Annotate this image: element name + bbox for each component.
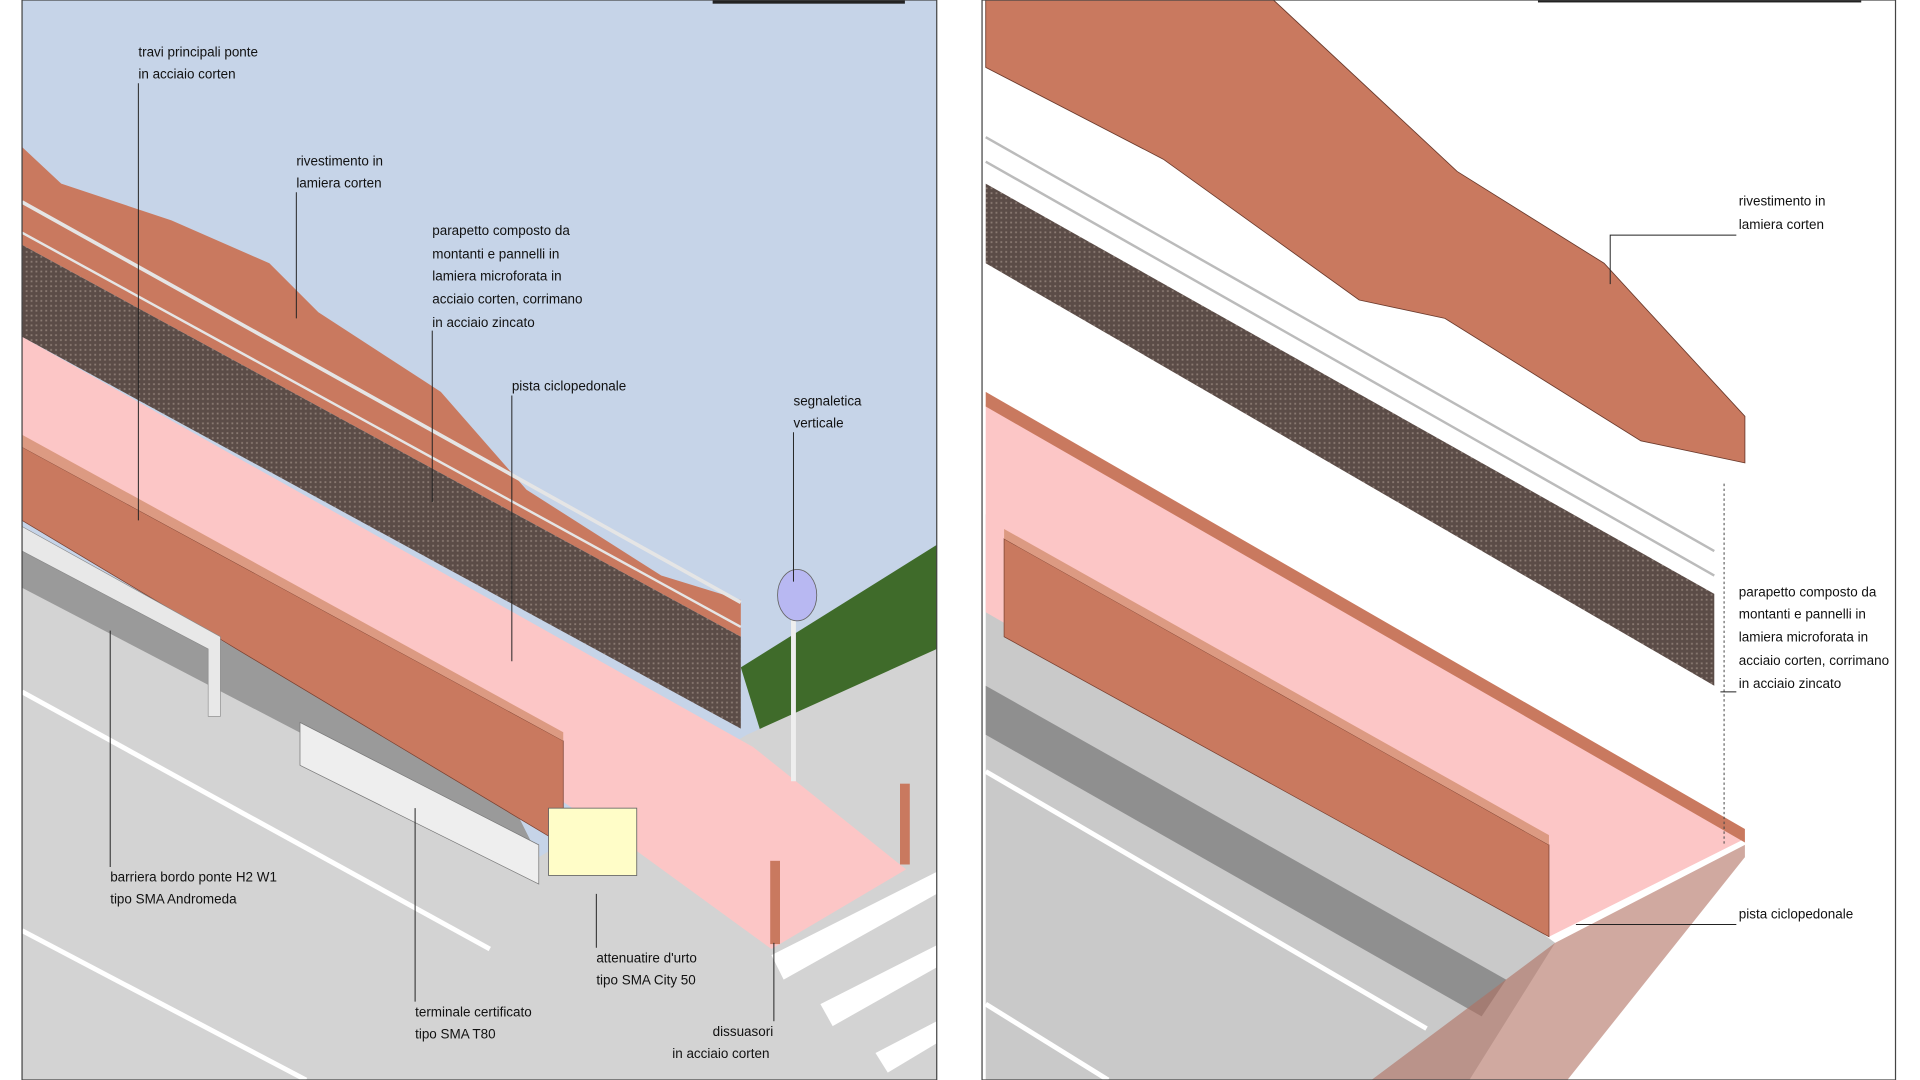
pista-ciclopedonale-deck <box>22 336 907 949</box>
bollard <box>770 860 780 945</box>
handrail <box>985 136 1715 553</box>
title-box <box>1537 0 1862 3</box>
parapet-mesh <box>985 183 1715 686</box>
crash-attenuator <box>548 807 638 876</box>
crosswalk-stripe <box>875 1021 937 1073</box>
deck-edge <box>985 391 1745 843</box>
title-box <box>712 0 905 4</box>
deck-underside <box>1371 844 1745 1080</box>
road-marking <box>984 1002 1110 1080</box>
bollard <box>900 783 910 865</box>
crosswalk-stripe <box>771 871 937 980</box>
cycle-sign-icon <box>777 568 818 622</box>
barrier-top <box>22 434 564 741</box>
barrier-top <box>1004 528 1549 845</box>
grass-area <box>740 544 937 747</box>
road-marking <box>984 769 1428 1031</box>
crosswalk-stripe <box>820 945 937 1027</box>
label-pista-right: pista ciclopedonale <box>1739 906 1853 921</box>
handrail <box>21 231 742 629</box>
parapet-mesh <box>22 244 741 729</box>
corten-cladding <box>22 146 741 637</box>
road-curb <box>985 685 1507 1017</box>
barrier-corten <box>1003 538 1550 938</box>
corten-cladding <box>985 0 1746 464</box>
handrail <box>21 200 742 605</box>
terminal-t80 <box>299 721 540 885</box>
left-frame <box>21 0 938 1080</box>
label-pista: pista ciclopedonale <box>512 379 626 394</box>
road-marking <box>20 689 491 952</box>
pista-ciclopedonale-deck <box>985 404 1745 937</box>
right-frame <box>981 0 1897 1080</box>
road-marking <box>20 928 308 1080</box>
handrail <box>985 160 1715 577</box>
